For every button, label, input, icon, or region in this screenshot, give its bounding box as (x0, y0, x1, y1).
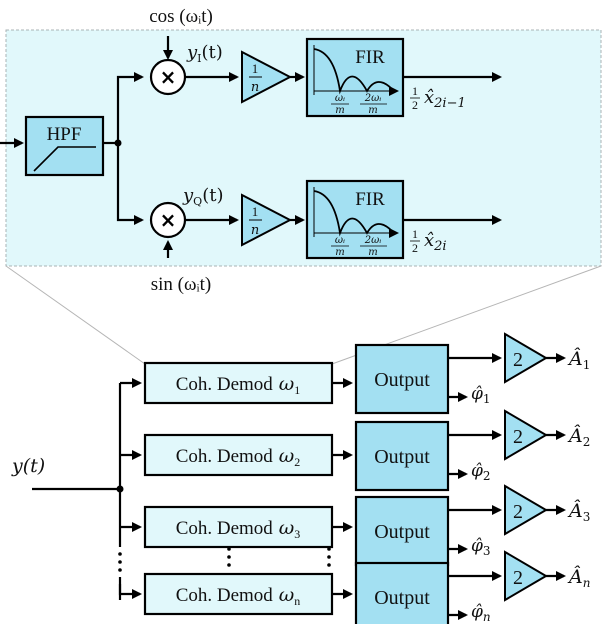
gain-label: 2 (513, 567, 523, 589)
fir-q-block: FIR ωᵢ m 2ωᵢ m (305, 179, 405, 260)
yi-label: yI(t) (186, 42, 223, 65)
multiply-icon: × (160, 208, 177, 232)
ellipsis-dot (327, 555, 331, 559)
gain-i-triangle (241, 50, 293, 104)
fir-i-tick2-den: m (368, 105, 377, 116)
input-signal-label: y(t) (11, 455, 45, 477)
out-i-frac-den: 2 (412, 98, 418, 112)
sin-reference-label: sin (ωᵢt) (151, 274, 211, 295)
output-label: Output (374, 369, 430, 391)
out-q-frac-num: 1 (412, 227, 418, 241)
fir-i-tick2-num: 2ωᵢ (364, 93, 382, 104)
bus-ellipsis (118, 547, 331, 572)
gain-amplifier-triangle (504, 332, 548, 384)
multiply-icon: × (160, 65, 177, 89)
bus-tap-wire (118, 584, 142, 599)
hpf-response-icon (33, 146, 96, 172)
out-q-frac-den: 2 (412, 241, 418, 255)
gain-amplifier-triangle (504, 550, 548, 602)
hpf-block: HPF (24, 115, 105, 177)
ellipsis-dot (227, 555, 231, 559)
fir-q-response-curve (313, 190, 393, 237)
fir-q-tick1-num: ωᵢ (335, 235, 345, 246)
ellipsis-dot (118, 552, 122, 556)
fir-i-response-curve (313, 48, 393, 95)
gain-q-amplifier: 1 n (241, 193, 293, 247)
phase-estimate-label: φ̂n (471, 602, 491, 624)
coherent-demod-box (143, 505, 334, 549)
phase-estimate-label: φ̂1 (471, 384, 491, 406)
phase-estimate-label: φ̂2 (471, 461, 491, 483)
fir-i-tick1-den: m (335, 105, 344, 116)
ellipsis-dot (118, 568, 122, 572)
gain-i-denominator: n (251, 80, 259, 95)
output-box (354, 561, 450, 624)
output-box (354, 420, 450, 492)
gain-label: 2 (513, 501, 523, 523)
output-label: Output (374, 521, 430, 543)
output-label: Output (374, 446, 430, 468)
i-branch-wire (116, 72, 144, 143)
fir-i-block: FIR ωᵢ m 2ωᵢ m (305, 37, 405, 118)
mixer-q: × (149, 201, 187, 239)
coherent-demod-box (143, 433, 334, 477)
hpf-label: HPF (47, 124, 82, 145)
amplitude-estimate-label: Â3 (567, 499, 590, 524)
hpf-box (24, 115, 105, 177)
fir-q-label: FIR (355, 189, 385, 210)
mixer-i: × (149, 58, 187, 96)
q-branch-wire (116, 143, 144, 225)
gain-q-numerator: 1 (252, 204, 259, 219)
ellipsis-dot (227, 563, 231, 567)
fir-i-tick1-num: ωᵢ (335, 93, 345, 104)
coherent-demod-box (143, 361, 334, 405)
output-q-label: 1 2 x̂2i (410, 227, 447, 255)
out-q-var: x̂2i (424, 230, 447, 254)
amplitude-estimate-label: Â1 (567, 347, 590, 372)
zoom-line-left (5, 265, 146, 365)
out-i-frac-num: 1 (412, 84, 418, 98)
amplitude-estimate-label: Ân (567, 565, 590, 590)
ellipsis-dot (118, 560, 122, 564)
phase-estimate-label: φ̂3 (471, 536, 491, 558)
gain-i-numerator: 1 (252, 61, 259, 76)
gain-label: 2 (513, 349, 523, 371)
gain-label: 2 (513, 426, 523, 448)
fir-i-label: FIR (355, 47, 385, 68)
ellipsis-dot (327, 563, 331, 567)
out-i-var: x̂2i−1 (424, 87, 466, 111)
amplitude-estimate-label: Â2 (567, 424, 590, 449)
cos-reference-label: cos (ωᵢt) (149, 6, 213, 27)
gain-q-triangle (241, 193, 293, 247)
output-label: Output (374, 587, 430, 609)
fir-q-tick1-den: m (335, 247, 344, 258)
inset-panel (5, 29, 602, 365)
output-i-label: 1 2 x̂2i−1 (410, 84, 466, 112)
fir-q-tick2-den: m (368, 247, 377, 258)
inset-border (5, 29, 602, 267)
gain-i-amplifier: 1 n (241, 50, 293, 104)
fir-q-tick2-num: 2ωᵢ (364, 235, 382, 246)
gain-q-denominator: n (251, 223, 259, 238)
gain-amplifier-triangle (504, 409, 548, 461)
gain-amplifier-triangle (504, 484, 548, 536)
yq-label: yQ(t) (182, 185, 223, 208)
output-box (354, 343, 450, 415)
